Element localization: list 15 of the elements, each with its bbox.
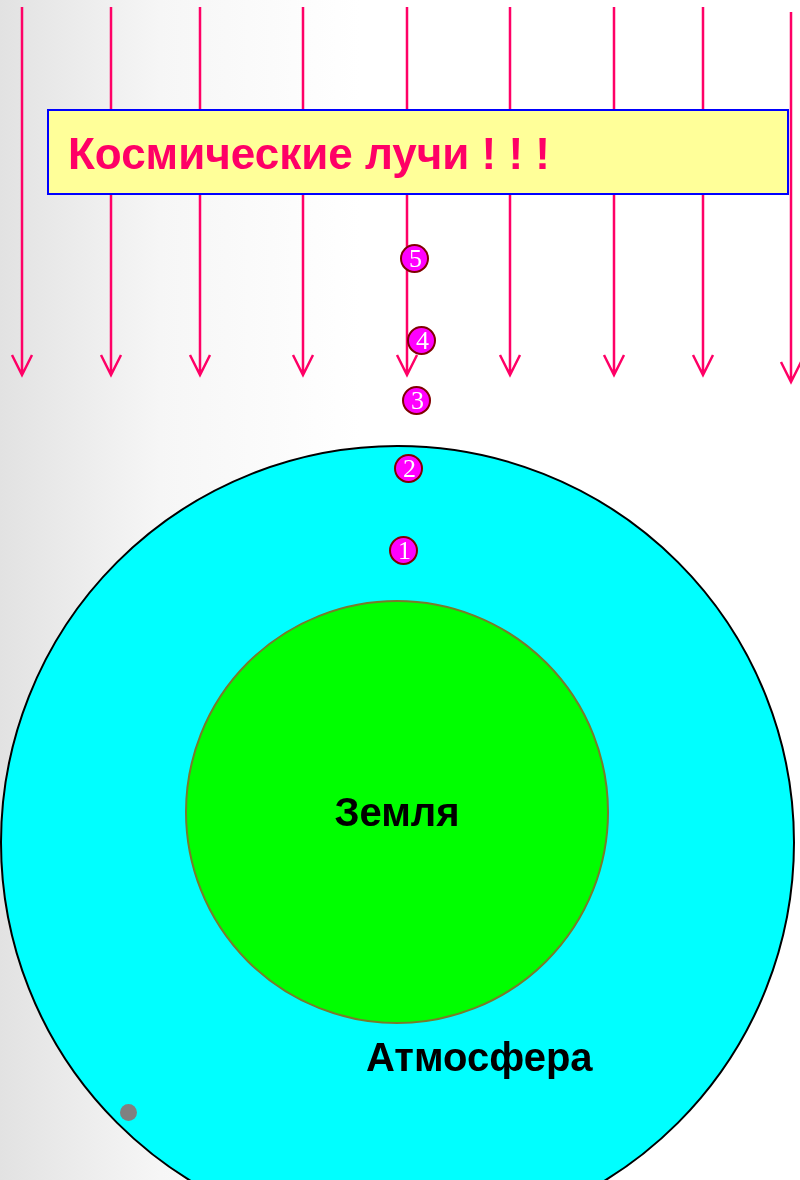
particle-circle: [402, 386, 431, 415]
banner-title: Космические лучи ! ! !: [68, 129, 550, 179]
particle-number: 4: [416, 326, 429, 355]
particle-circle: [407, 326, 436, 355]
earth-circle: [185, 600, 609, 1024]
particle-circle: [400, 244, 429, 273]
particle-number: 2: [403, 454, 416, 483]
title-banner: [47, 109, 789, 195]
particle-number: 5: [409, 244, 422, 273]
particle-number: 3: [411, 386, 424, 415]
particle-circle: [394, 454, 423, 483]
particle-circle: [389, 536, 418, 565]
atmosphere-label: Атмосфера: [366, 1035, 593, 1080]
earth-label: Земля: [334, 789, 460, 835]
particle-number: 1: [398, 536, 411, 565]
